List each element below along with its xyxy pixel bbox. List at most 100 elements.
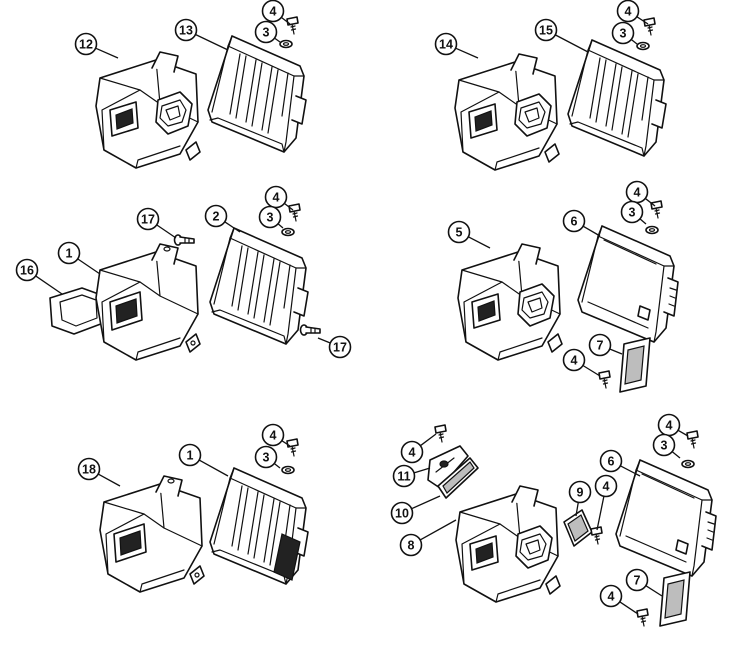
callout-number: 6 [571,215,578,229]
callout-circle [390,501,414,525]
washer-3-a [279,39,293,49]
leader-line-c4e [582,364,601,377]
callout-circle [611,21,635,45]
leader-line-c17a [156,224,177,239]
callout-circle [625,568,649,592]
callout-circle [620,200,644,224]
callout-number: 4 [270,5,277,19]
callout-number: 3 [629,206,636,220]
screw-4-a [286,16,299,35]
leader-line-c4d [644,197,656,207]
leader-line-c1a [77,258,101,275]
callout-circle [258,205,282,229]
callout-c15a: 15 [534,18,558,42]
callout-number: 4 [625,5,632,19]
callout-circle [447,220,471,244]
callout-leader-lines [35,16,689,615]
callout-number: 3 [620,27,627,41]
callout-number: 4 [603,480,610,494]
leader-line-c4b [636,16,649,25]
leader-line-c4i [677,429,689,437]
leader-line-c7b [645,585,663,597]
callout-circle [57,241,81,265]
callout-c3f: 3 [652,433,676,457]
washer-3-d [645,225,659,235]
muffler-1-a [95,243,201,361]
callout-c12a: 12 [74,32,98,56]
callout-c4f: 4 [261,423,285,447]
callout-c4i: 4 [657,413,681,437]
callout-c7a: 7 [588,333,612,357]
leader-line-c7a [609,348,623,355]
callout-number: 16 [20,264,34,278]
callout-circle [74,32,98,56]
callout-c4c: 4 [264,185,288,209]
callout-circle [204,204,228,228]
leader-line-c16a [35,275,63,295]
callout-circle [261,423,285,447]
callout-number: 4 [409,446,416,460]
callout-number: 14 [439,38,453,52]
washer-3-g [681,459,695,469]
muffler-14 [454,53,560,171]
callout-circle [562,209,586,233]
screw-4-f [286,438,299,457]
callout-circle [399,533,423,557]
screen-10 [437,457,479,499]
bolt-17-a [173,234,195,246]
callout-c4h: 4 [594,474,618,498]
callout-circle [562,348,586,372]
callout-number: 2 [213,210,220,224]
callout-c17a: 17 [136,207,160,231]
muffler-cover-2 [209,227,309,345]
leader-line-c4g [420,433,437,447]
callout-number: 5 [456,226,463,240]
screw-4-e [598,370,611,389]
callout-c13a: 13 [174,18,198,42]
washer-3-b [636,41,650,51]
callout-number: 7 [597,339,604,353]
callout-number: 9 [577,486,584,500]
callout-number: 6 [608,455,615,469]
callout-circle [254,20,278,44]
callout-c1a: 1 [57,241,81,265]
callout-number: 4 [666,419,673,433]
callout-number: 3 [661,439,668,453]
leader-line-c12a [95,47,119,59]
callout-circle [392,464,416,488]
callout-circle [599,449,623,473]
leader-line-c3f [671,451,681,459]
leader-line-c5a [468,236,491,249]
callout-number: 11 [397,470,410,484]
leader-line-c4h [596,496,605,531]
screen-plate-7-a [619,337,651,393]
callout-c8a: 8 [399,533,423,557]
callout-number: 4 [270,429,277,443]
callout-c4j: 4 [599,584,623,608]
callout-c3b: 3 [611,21,635,45]
leader-line-c14a [455,47,479,59]
callout-circle [77,457,101,481]
callout-c3a: 3 [254,20,278,44]
callout-c4b: 4 [616,0,640,23]
callout-number: 18 [82,463,96,477]
callout-number: 1 [187,449,194,463]
leader-line-c8a [419,519,457,541]
screw-4-b [643,17,656,36]
leader-line-c4a [280,16,291,25]
bolt-17-b [299,324,321,336]
callout-circle [594,474,618,498]
callout-c11a: 11 [392,464,416,488]
callout-c4a: 4 [261,0,285,23]
callout-c4e: 4 [562,348,586,372]
callout-number: 4 [634,186,641,200]
screen-plate-7-b [659,571,691,627]
muffler-18 [99,475,205,593]
callout-number: 3 [267,211,274,225]
callout-c18a: 18 [77,457,101,481]
callout-circle [652,433,676,457]
muffler-cover-13 [207,35,307,153]
callout-c14a: 14 [434,32,458,56]
